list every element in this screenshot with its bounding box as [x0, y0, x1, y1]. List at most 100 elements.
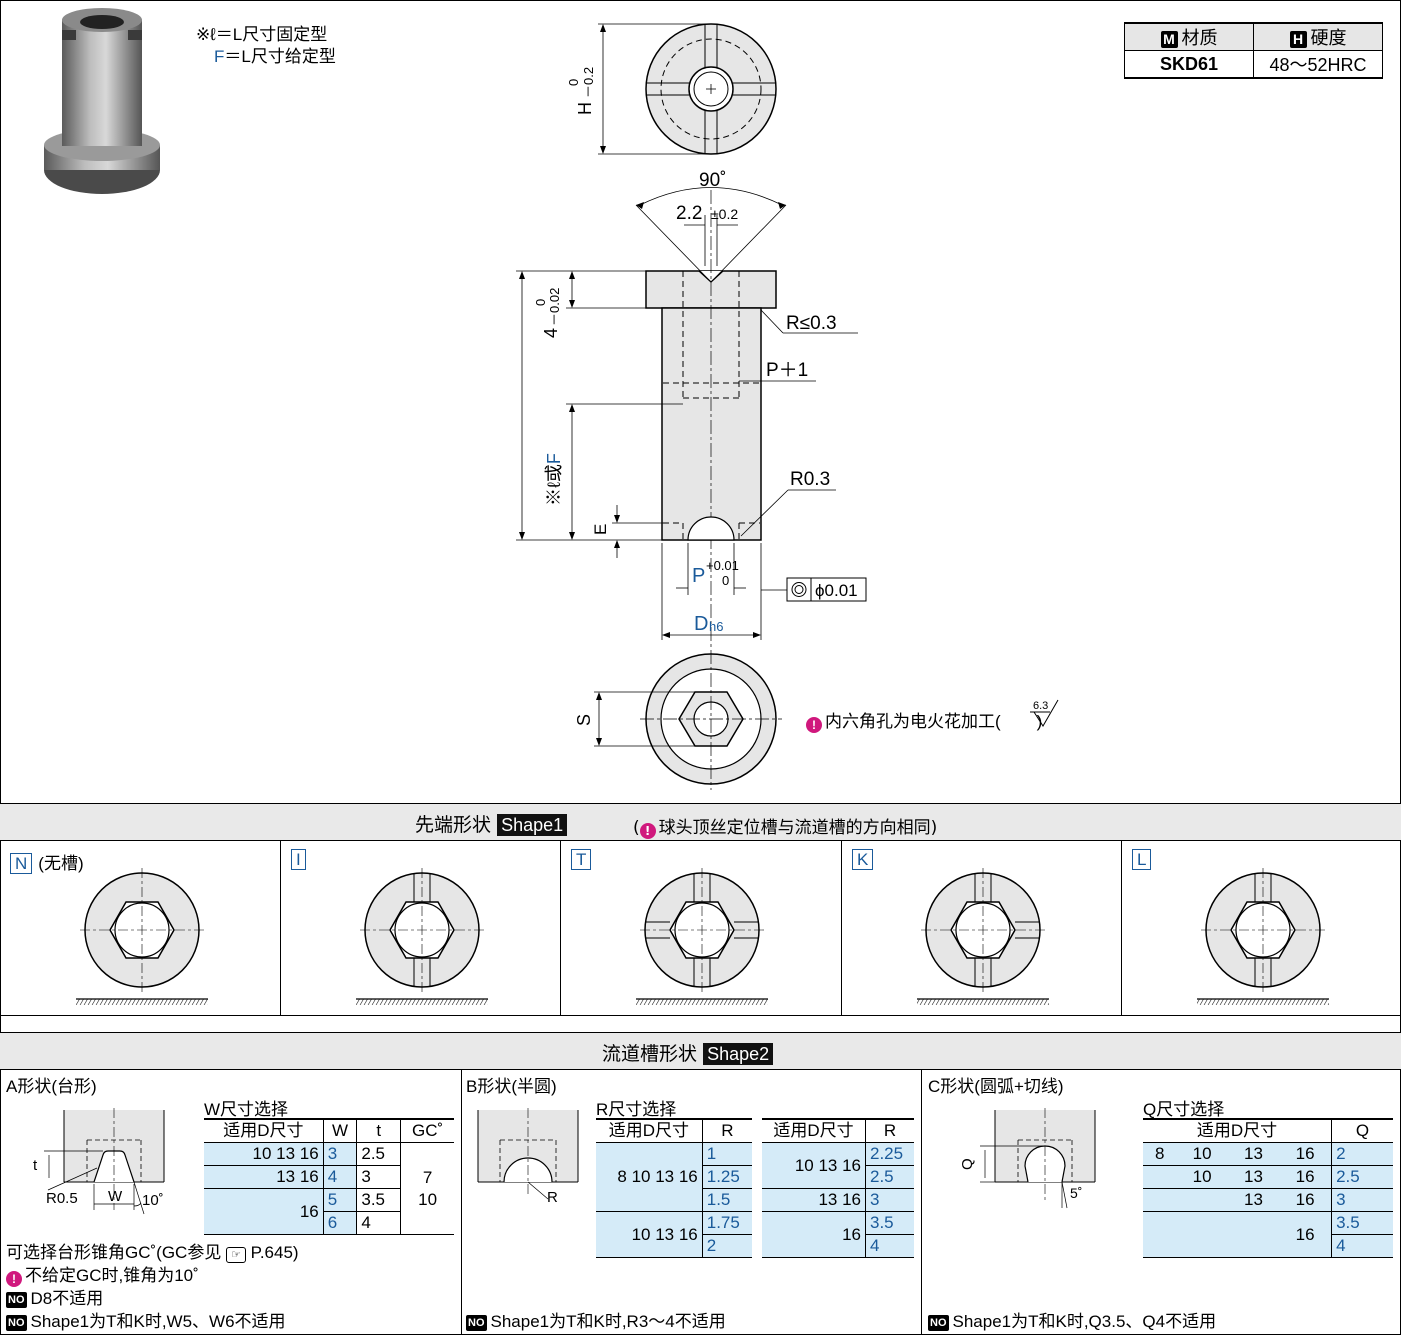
note-l-fixed: ※ℓ＝L尺寸固定型 [196, 25, 328, 44]
e-label: E [591, 524, 610, 535]
bottom-view [594, 650, 782, 790]
a-row3-w: 5 [322, 1188, 357, 1212]
shape2-a-panel [0, 1069, 462, 1335]
b-r-cell: 1.5 [701, 1188, 752, 1212]
a-header-gc: GC˚ [400, 1118, 454, 1143]
shape1-option-label: K [852, 849, 879, 870]
concentricity-label: ϕ0.01 [815, 581, 858, 600]
b-header-r: R [865, 1118, 914, 1143]
a-figure-w: W [108, 1188, 123, 1205]
a-note1-ref: P.645) [250, 1243, 299, 1262]
shape2-header: 流道槽形状 Shape2 [0, 1032, 1401, 1070]
c-d-cell: 13 [1227, 1165, 1280, 1189]
c-header-d: 适用D尺寸 [1143, 1118, 1332, 1143]
b-figure-r: R [547, 1189, 558, 1206]
a-row4-w: 6 [322, 1211, 357, 1235]
c-d-cell [1143, 1165, 1177, 1189]
shape2-c-figure [980, 1108, 1096, 1209]
a-note4-text: Shape1为T和K时,W5、W6不适用 [30, 1312, 286, 1331]
b-title: B形状(半圆) [466, 1077, 557, 1096]
table-row: 2 [596, 1234, 752, 1258]
b-d-cell: 13 16 [762, 1188, 866, 1212]
h-dimension-main: H [575, 102, 595, 115]
a-note2: !不给定GC时,锥角为10˚ [6, 1261, 199, 1287]
shape1-drawing-k [917, 868, 1049, 1005]
shape1-drawing-l [1197, 868, 1329, 1005]
p-tolerance-upper: +0.01 [706, 558, 739, 573]
shape1-note-text: 球头顶丝定位槽与流道槽的方向相同) [658, 818, 938, 838]
b-r-cell: 2.25 [865, 1142, 914, 1166]
table-row: 4 [1143, 1234, 1393, 1258]
a-row1-w: 3 [322, 1142, 357, 1166]
shape2-b-figure [477, 1108, 579, 1200]
c-d-cell [1227, 1211, 1280, 1258]
edm-note-text: 内六角孔为电火花加工( [825, 712, 1001, 731]
attention-icon: ! [806, 717, 822, 733]
shape1-code: L [1132, 849, 1152, 870]
corner-radius-label: R≤0.3 [786, 313, 837, 334]
shape1-option-t: T [560, 840, 841, 1016]
a-header-d: 适用D尺寸 [204, 1118, 324, 1143]
a-note3-text: D8不适用 [30, 1289, 104, 1308]
s-label: S [574, 714, 594, 726]
table-row: 2.5 [762, 1165, 914, 1189]
c-q-cell: 3.5 [1331, 1211, 1393, 1235]
c-note-text: Shape1为T和K时,Q3.5、Q4不适用 [952, 1312, 1217, 1331]
angle-label: 90˚ [699, 170, 726, 191]
shape1-option-label: L [1132, 849, 1157, 870]
b-r-cell: 1.25 [701, 1165, 752, 1189]
a-row3-t: 3.5 [356, 1188, 401, 1212]
c-d-cell: 10 [1176, 1165, 1228, 1189]
shape1-note: (!球头顶丝定位槽与流道槽的方向相同) [633, 813, 937, 839]
p-label: P [692, 565, 705, 587]
c-d-cell: 16 [1279, 1188, 1332, 1212]
note-f-text: ＝L尺寸给定型 [224, 47, 336, 66]
no-icon: NO [6, 1315, 27, 1331]
c-d-cell: 10 [1176, 1142, 1228, 1166]
attention-icon: ! [639, 823, 656, 839]
a-row2-t: 3 [356, 1165, 401, 1189]
a-row2-w: 4 [322, 1165, 357, 1189]
head-height-main: 4 [541, 328, 561, 338]
a-figure-t: t [33, 1157, 38, 1174]
b-d-cell: 10 13 16 [762, 1142, 866, 1189]
shape1-drawing-i [356, 868, 488, 1005]
c-d-cell: 16 [1279, 1165, 1332, 1189]
c-d-cell [1143, 1211, 1177, 1258]
edm-note: !内六角孔为电火花加工() [806, 707, 1042, 733]
material-value: SKD61 [1124, 50, 1254, 79]
b-header-d: 适用D尺寸 [596, 1118, 703, 1143]
shape1-option-label: I [291, 849, 312, 870]
b-r-cell: 3.5 [865, 1211, 914, 1235]
shape1-drawing-t [636, 868, 768, 1005]
roughness-symbol [1030, 699, 1059, 727]
p-plus-1-label: P＋1 [766, 360, 808, 381]
top-view [598, 23, 777, 155]
roughness-value: 6.3 [1033, 700, 1048, 712]
b-selection-title: R尺寸选择 [596, 1100, 677, 1119]
c-header-q: Q [1331, 1118, 1393, 1143]
b-header-d: 适用D尺寸 [762, 1118, 866, 1143]
c-d-cell: 16 [1279, 1142, 1332, 1166]
c-figure-q: Q [959, 1158, 976, 1170]
no-icon: NO [466, 1315, 487, 1331]
table-row: 1.5 [596, 1188, 752, 1212]
table-row: 4 [762, 1234, 914, 1258]
shape1-option-k: K [841, 840, 1122, 1016]
shape1-option-n: N(无槽) [0, 840, 280, 1016]
head-height-upper: 0 [533, 299, 548, 306]
c-figure-angle: 5˚ [1070, 1185, 1082, 1201]
shape1-code: T [571, 849, 592, 870]
bottom-radius-label: R0.3 [790, 469, 830, 490]
